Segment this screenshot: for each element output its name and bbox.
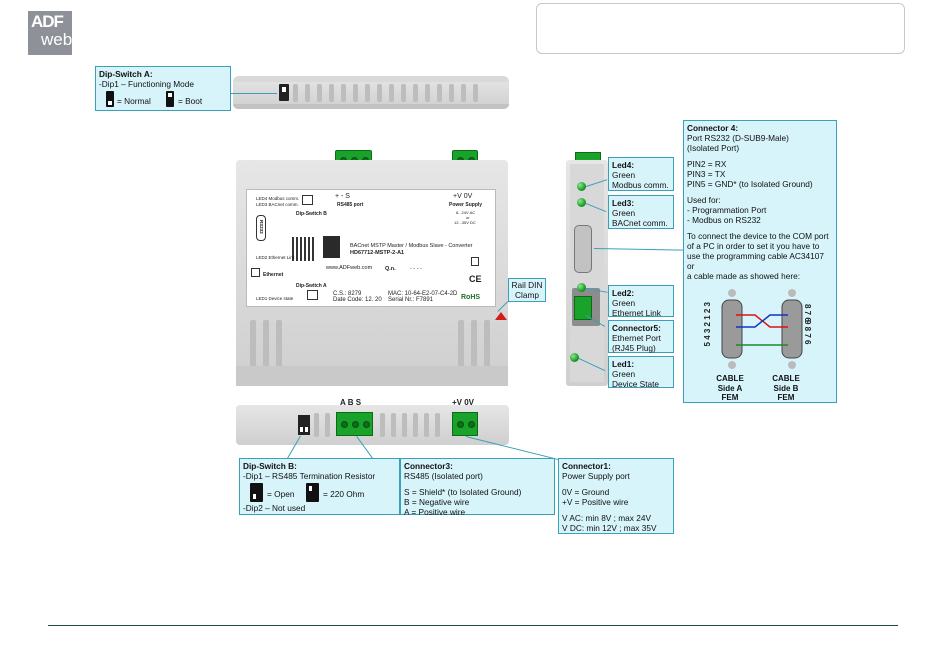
vent: [365, 84, 370, 102]
qr-code-icon: [292, 237, 316, 261]
vent: [484, 320, 490, 370]
vent: [250, 320, 256, 370]
screw-icon: [788, 361, 796, 369]
rs485-terminal-bottom: [336, 412, 373, 436]
vent: [276, 320, 282, 370]
vent: [401, 84, 406, 102]
top-view: [233, 76, 509, 109]
vent: [391, 413, 396, 437]
connector-line: [465, 436, 562, 461]
adfweb-logo: ADF web: [28, 11, 72, 55]
footer-divider: [48, 625, 898, 626]
vent: [389, 84, 394, 102]
screw-icon: [788, 289, 796, 297]
led4-callout: Led4: Green Modbus comm.: [608, 157, 674, 191]
device-base: [236, 366, 508, 386]
vent: [329, 84, 334, 102]
ethernet-icon: [251, 268, 260, 277]
vent: [473, 84, 478, 102]
led2-callout: Led2: Green Ethernet Link: [608, 285, 674, 318]
vent: [413, 84, 418, 102]
vent: [458, 320, 464, 370]
db9-side-b: [781, 299, 803, 359]
top-view-rim-bottom: [233, 104, 509, 109]
led3-indicator: [577, 198, 586, 207]
rail-din-clamp-callout: Rail DIN Clamp: [508, 278, 546, 302]
cable-side-b-label: CABLE Side B FEM: [772, 374, 800, 402]
device-label-panel: [246, 189, 496, 307]
dip-switch-a-slot: [279, 84, 289, 101]
header-box: [536, 3, 905, 54]
vent: [424, 413, 429, 437]
switch-boot-icon: [166, 91, 174, 107]
connector5-callout: Connector5: Ethernet Port (RJ45 Plug): [608, 320, 674, 353]
dsub9-connector: [574, 225, 592, 273]
vent: [413, 413, 418, 437]
led1-indicator: [570, 353, 579, 362]
power-terminal-bottom: [452, 412, 478, 436]
vent: [314, 413, 319, 437]
vent: [341, 84, 346, 102]
led2-indicator: [577, 283, 586, 292]
vent: [380, 413, 385, 437]
led4-indicator: [577, 182, 586, 191]
vent: [305, 84, 310, 102]
switch-open-icon: [250, 483, 263, 502]
vent: [402, 413, 407, 437]
device-adfweb-logo: [323, 236, 340, 258]
vent: [353, 84, 358, 102]
rs232-cable-diagram: [721, 289, 803, 369]
dip-a-icon: [307, 290, 318, 300]
vent: [377, 84, 382, 102]
led3-callout: Led3: Green BACnet comm.: [608, 195, 674, 229]
connector1-callout: Connector1: Power Supply port 0V = Groun…: [558, 458, 674, 534]
cable-side-a-label: CABLE Side A FEM: [716, 374, 744, 402]
wire-blue: [736, 314, 788, 328]
screw-icon: [728, 289, 736, 297]
vent: [325, 413, 330, 437]
connector3-callout: Connector3: RS485 (Isolated port) S = Sh…: [400, 458, 555, 517]
vent: [437, 84, 442, 102]
vent: [461, 84, 466, 102]
weee-bin-icon: [471, 257, 479, 266]
led1-callout: Led1: Green Device State: [608, 356, 674, 389]
vent: [471, 320, 477, 370]
vent: [263, 320, 269, 370]
rj45-plug: [574, 296, 592, 320]
side-view: [566, 160, 608, 386]
rs232-port-icon: [256, 215, 266, 241]
screw-icon: [728, 361, 736, 369]
connector4-callout: Connector 4: Port RS232 (D-SUB9-Male) (I…: [683, 120, 837, 403]
connector-line: [231, 93, 277, 94]
vent: [317, 84, 322, 102]
vent: [435, 413, 440, 437]
dip-switch-b-callout: Dip-Switch B: -Dip1 – RS485 Termination …: [239, 458, 400, 515]
db9-side-a: [721, 299, 743, 359]
dip-switch-b-slot: [298, 415, 310, 435]
side-panel: [570, 164, 604, 382]
device-front: [236, 160, 508, 386]
vent: [293, 84, 298, 102]
switch-220ohm-icon: [306, 483, 319, 502]
top-view-rim: [233, 76, 509, 82]
switch-normal-icon: [106, 91, 114, 107]
rail-clamp-red-marker: [495, 312, 507, 320]
dip-switch-a-callout: Dip-Switch A: -Dip1 – Functioning Mode =…: [95, 66, 231, 111]
vent: [425, 84, 430, 102]
dip-b-icon: [302, 195, 313, 205]
vent: [449, 84, 454, 102]
